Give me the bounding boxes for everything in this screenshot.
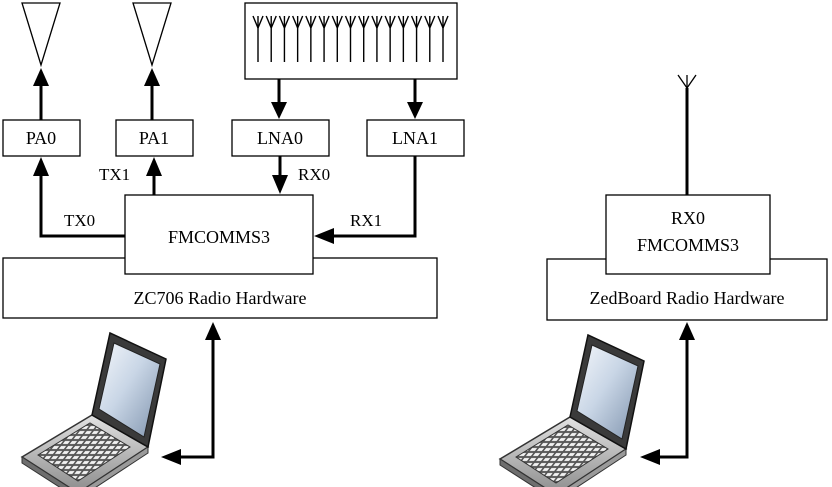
lna0-label: LNA0: [257, 128, 303, 148]
fmcomms3-label: FMCOMMS3: [168, 227, 270, 247]
tx0-label: TX0: [64, 211, 95, 230]
fmcomms3-block: FMCOMMS3: [124, 194, 314, 275]
pa0-block: PA0: [2, 119, 81, 157]
pa0-label: PA0: [26, 128, 56, 148]
zc706-hardware-label: ZC706 Radio Hardware: [134, 288, 307, 308]
zedboard-fmcomms3-label: FMCOMMS3: [637, 235, 739, 255]
pa1-block: PA1: [115, 119, 194, 157]
lna1-block: LNA1: [366, 119, 465, 157]
antenna-icon: [21, 2, 61, 68]
pa1-label: PA1: [139, 128, 169, 148]
laptop-icon: [21, 332, 167, 487]
tx1-label: TX1: [99, 165, 130, 184]
lna1-label: LNA1: [392, 128, 438, 148]
rx1-label: RX1: [350, 211, 382, 230]
lna0-block: LNA0: [231, 119, 330, 157]
rx0-label: RX0: [298, 165, 330, 184]
antenna-array-icon: [244, 2, 458, 80]
dipole-antenna-icon: [677, 74, 697, 195]
laptop-icon: [499, 334, 645, 487]
antenna-icon: [132, 2, 172, 68]
zedboard-hardware-label: ZedBoard Radio Hardware: [590, 288, 785, 308]
zedboard-rx0-label: RX0: [671, 208, 705, 228]
zedboard-fmcomms3-block: RX0 FMCOMMS3: [605, 194, 771, 275]
